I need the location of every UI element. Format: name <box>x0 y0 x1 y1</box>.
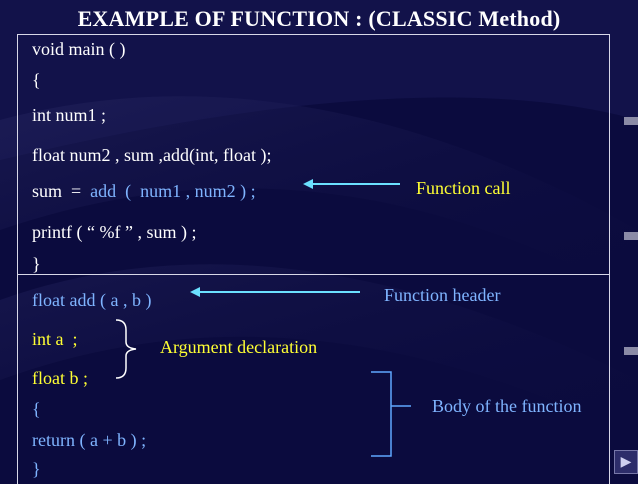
function-header-label: Function header <box>384 285 501 305</box>
arrow-head-icon <box>303 179 313 189</box>
code-line: float num2 , sum ,add(int, float ); <box>32 145 272 165</box>
code-line: { <box>32 399 41 419</box>
code-box <box>17 34 610 484</box>
triangle-right-icon: ▶ <box>620 454 632 470</box>
code-line: float b ; <box>32 368 88 388</box>
slide-title: EXAMPLE OF FUNCTION : (CLASSIC Method) <box>77 6 561 31</box>
code-line: } <box>32 459 41 479</box>
call-highlight: add ( num1 , num2 ) ; <box>90 181 256 201</box>
bracket-icon <box>371 371 411 457</box>
next-slide-button[interactable]: ▶ <box>614 450 638 474</box>
arrow-head-icon <box>190 287 200 297</box>
arrow-shaft <box>197 291 360 293</box>
code-line: } <box>32 254 41 274</box>
code-line: int num1 ; <box>32 105 107 125</box>
curly-brace-icon <box>115 319 137 379</box>
code-line: return ( a + b ) ; <box>32 430 147 450</box>
slide-edge-tab <box>624 232 638 240</box>
code-line-function-call: sum = add ( num1 , num2 ) ; <box>32 181 256 201</box>
body-of-function-label: Body of the function <box>432 396 582 416</box>
function-call-label: Function call <box>416 178 511 198</box>
slide-edge-tab <box>624 117 638 125</box>
code-line: int a ; <box>32 329 78 349</box>
code-line-function-header: float add ( a , b ) <box>32 290 152 310</box>
code-line: printf ( “ %f ” , sum ) ; <box>32 222 197 242</box>
code-line: void main ( ) <box>32 39 126 59</box>
argument-declaration-label: Argument declaration <box>160 337 318 357</box>
code-text: sum = <box>32 181 91 201</box>
code-divider <box>17 274 610 275</box>
arrow-shaft <box>310 183 400 185</box>
code-line: { <box>32 70 41 90</box>
slide-edge-tab <box>624 347 638 355</box>
